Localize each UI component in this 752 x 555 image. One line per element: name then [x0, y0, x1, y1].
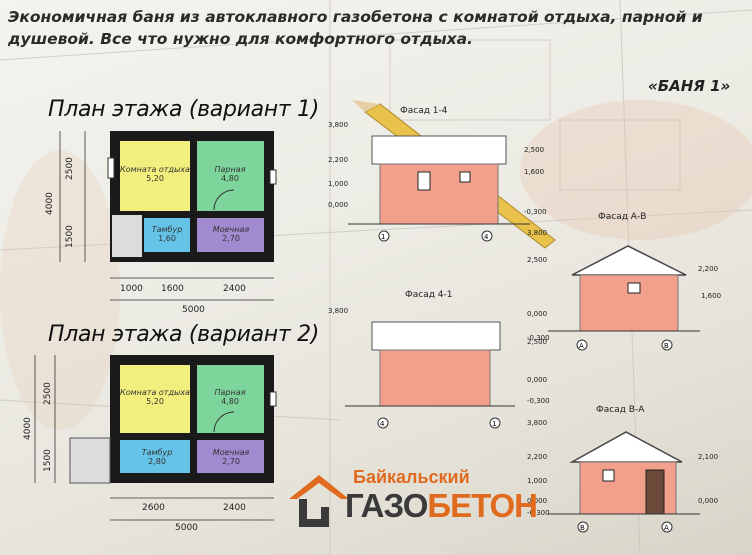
facade-a-b-level-1: 3,800	[527, 229, 547, 237]
facade-4-1-level-3: 0,000	[527, 376, 547, 384]
facade-a-b-axis-a: А	[579, 342, 584, 350]
plan1-title: План этажа (вариант 1)	[48, 97, 320, 122]
plan2-dim-h1: 2500	[43, 382, 53, 405]
facade-4-1: Фасад 4-1 4 1 3,800 2,500 0,000 -0,300	[328, 290, 550, 429]
plan2-room2-name: Парная	[215, 388, 246, 397]
facade-4-1-title: Фасад 4-1	[405, 290, 453, 300]
plan2-title: План этажа (вариант 2)	[48, 322, 320, 347]
logo-beton: БЕТОН	[427, 487, 538, 524]
plan1-room1-area: 5,20	[146, 174, 164, 183]
room-rest-1	[120, 141, 190, 211]
house-logo-icon	[289, 475, 349, 527]
plan1-room4-area: 2,70	[222, 234, 240, 243]
facade-1-4-level-1: 3,800	[328, 121, 348, 129]
facade-b-a-axis-a: В	[580, 524, 585, 532]
room-tambur-2	[120, 440, 190, 473]
plan1-dim-w3: 2400	[223, 284, 246, 294]
plan1-room1-name: Комната отдыха	[120, 165, 190, 174]
facade-a-b-rlevel-1: 2,200	[698, 265, 718, 273]
facade-1-4-axis-b: 4	[484, 233, 489, 241]
facade-b-a-rlevel-1: 2,100	[698, 453, 718, 461]
facade-1-4-level-2: 2,200	[328, 156, 348, 164]
plan1-room3-name: Тамбур	[152, 225, 183, 234]
facade-a-b-level-4: -0,300	[527, 334, 550, 342]
room-steam-1	[197, 141, 264, 211]
page-header: Экономичная баня из автоклавного газобет…	[8, 8, 703, 48]
facade-1-4-title: Фасад 1-4	[400, 106, 448, 116]
facade-1-4-level-3: 1,000	[328, 180, 348, 188]
facade-4-1-axis-a: 4	[380, 420, 385, 428]
plan1-dim-w1: 1000	[120, 284, 143, 294]
facade-b-a-level-4: 0,000	[527, 497, 547, 505]
facade-1-4-level-4: 0,000	[328, 201, 348, 209]
facade-a-b-level-2: 2,500	[527, 256, 547, 264]
project-badge: «БАНЯ 1»	[648, 77, 731, 95]
facade-a-b-axis-b: В	[664, 342, 669, 350]
room-wash-1	[197, 218, 264, 252]
facade-1-4: Фасад 1-4 1 4 3,800 2,200 1,000 0,000 2,…	[328, 106, 547, 242]
facade-b-a-title: Фасад В-А	[596, 405, 645, 415]
plan1-dim-total-w: 5000	[182, 305, 205, 315]
room-tambur-1	[144, 218, 190, 252]
facade-b-a-level-5: -0,300	[527, 509, 550, 517]
facade-b-a-level-3: 1,000	[527, 477, 547, 485]
plan2-dim-w1: 2600	[142, 503, 165, 513]
facade-b-a-level-2: 2,200	[527, 453, 547, 461]
plan1-dim-total-h: 4000	[45, 192, 55, 215]
plan1-room4-name: Моечная	[213, 225, 250, 234]
plan2-room4-area: 2,70	[222, 457, 240, 466]
facade-4-1-level-1: 3,800	[328, 307, 348, 315]
facade-b-a-level-1: 3,800	[527, 419, 547, 427]
plan1-dim-w2: 1600	[161, 284, 184, 294]
facade-b-a-axis-b: А	[664, 524, 669, 532]
room-wash-2	[197, 440, 264, 473]
facade-b-a: Фасад В-А В А 3,800 2,200 1,000 0,000 -0…	[527, 405, 718, 533]
plan2-room2-area: 4,80	[221, 397, 239, 406]
facade-1-4-rlevel-3: -0,300	[524, 208, 547, 216]
company-logo: Байкальский ГАЗОБЕТОН	[285, 465, 538, 535]
plan2-dim-total-w: 5000	[175, 523, 198, 533]
logo-bottom-text: ГАЗОБЕТОН	[345, 487, 538, 525]
facade-b-a-rlevel-2: 0,000	[698, 497, 718, 505]
plan2-room3-area: 2,80	[148, 457, 166, 466]
facade-a-b: Фасад А-В А В 3,800 2,500 0,000 -0,300 2…	[527, 212, 721, 351]
room-steam-2	[197, 365, 264, 433]
room-rest-2	[120, 365, 190, 433]
plan2-room1-name: Комната отдыха	[120, 388, 190, 397]
plan2-dim-total-h: 4000	[23, 417, 33, 440]
plan1-room2-area: 4,80	[221, 174, 239, 183]
plan1-dim-h1: 2500	[65, 157, 75, 180]
plan2-room3-name: Тамбур	[142, 448, 173, 457]
facade-1-4-rlevel-2: 1,600	[524, 168, 544, 176]
facade-4-1-axis-b: 1	[492, 420, 496, 428]
plan2-room1-area: 5,20	[146, 397, 164, 406]
facade-a-b-rlevel-2: 1,600	[701, 292, 721, 300]
facade-a-b-level-3: 0,000	[527, 310, 547, 318]
facade-a-b-title: Фасад А-В	[598, 212, 646, 222]
facade-4-1-level-4: -0,300	[527, 397, 550, 405]
plan2-dim-w2: 2400	[223, 503, 246, 513]
plan2-room4-name: Моечная	[213, 448, 250, 457]
plan1-room2-name: Парная	[215, 165, 246, 174]
facade-1-4-rlevel-1: 2,500	[524, 146, 544, 154]
plan1-dim-h2: 1500	[65, 225, 75, 248]
plan1-room3-area: 1,60	[158, 234, 176, 243]
facade-1-4-axis-a: 1	[381, 233, 385, 241]
plan2-dim-h2: 1500	[43, 449, 53, 472]
logo-top-text: Байкальский	[353, 467, 470, 487]
logo-gazo: ГАЗО	[345, 487, 428, 524]
facade-4-1-level-2: 2,500	[527, 338, 547, 346]
